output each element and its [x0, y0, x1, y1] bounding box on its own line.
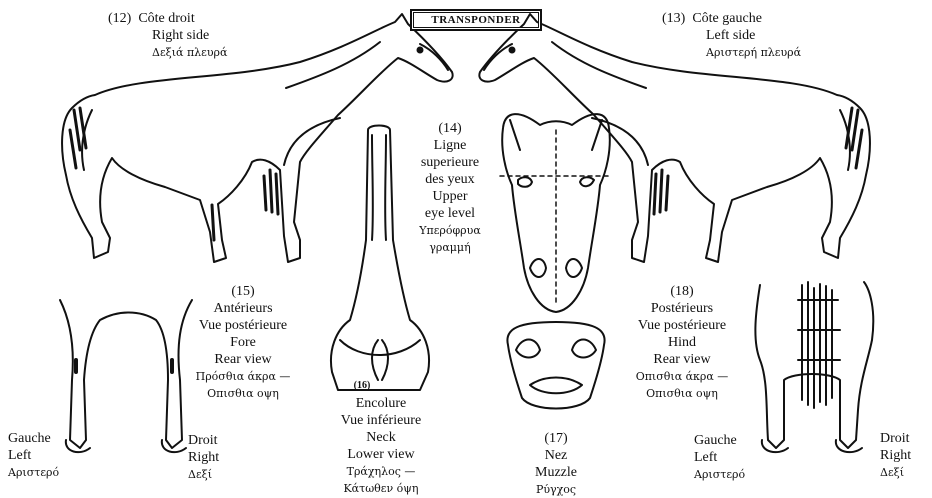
fore-label: (15) Antérieurs Vue postérieure Fore Rea… [183, 283, 303, 402]
muzzle-view [507, 322, 604, 409]
left-side-label: (13) Côte gauche Left side Αριστερή πλευ… [662, 10, 801, 61]
eye-level-label: (14) Ligne superieure des yeux Upper eye… [400, 120, 500, 256]
hind-right-label: Droit Right Δεξί [880, 430, 911, 481]
fore-right-label: Droit Right Δεξί [188, 432, 219, 483]
muzzle-label: (17) Nez Muzzle Ρύγχος [515, 430, 597, 498]
neck-number-tag: (16) [350, 380, 374, 391]
hind-label: (18) Postérieurs Vue postérieure Hind Re… [620, 283, 744, 402]
fore-legs-rear-view [60, 300, 192, 452]
right-side-label: (12) Côte droit Right side Δεξιά πλευρά [108, 10, 227, 61]
hind-legs-markings [798, 282, 840, 408]
fore-left-label: Gauche Left Αριστερό [8, 430, 59, 481]
hind-left-label: Gauche Left Αριστερό [694, 432, 745, 483]
neck-label: Encolure Vue inférieure Neck Lower view … [325, 395, 437, 497]
transponder-box: TRANSPONDER [410, 9, 542, 31]
head-front-view [500, 114, 612, 312]
